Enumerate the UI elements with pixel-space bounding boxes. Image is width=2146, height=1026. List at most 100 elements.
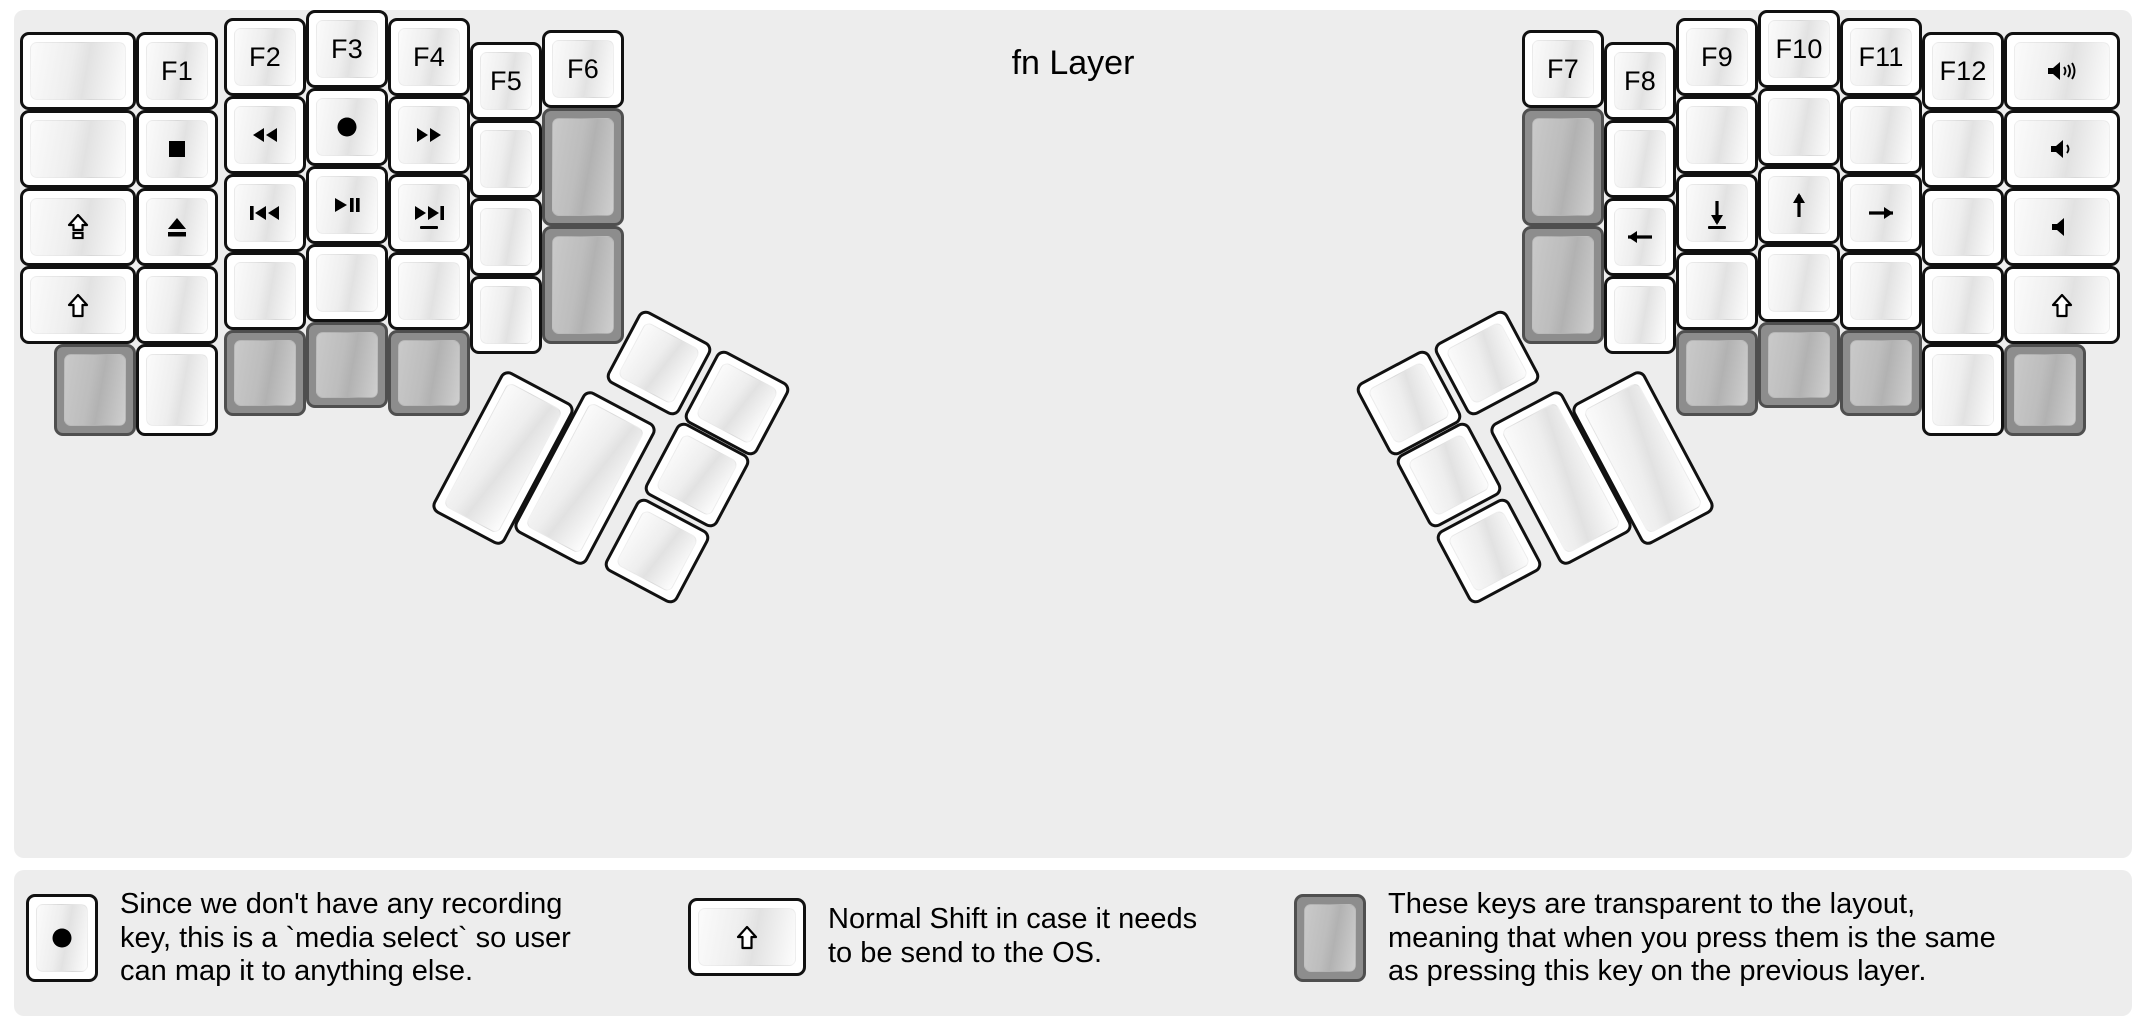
record-dot-icon	[335, 115, 359, 139]
key-left-c2-r5[interactable]	[136, 344, 218, 436]
key-right-c5-r4[interactable]	[1840, 252, 1922, 330]
key-right-c3-r2[interactable]	[1676, 96, 1758, 174]
key-right-c5-r1-f11[interactable]: F11	[1840, 18, 1922, 96]
keycap	[146, 276, 208, 334]
key-left-c5-r3-next-track[interactable]	[388, 174, 470, 252]
keycap	[1768, 254, 1830, 312]
keycap	[64, 354, 126, 426]
key-right-c3-r1-f9[interactable]: F9	[1676, 18, 1758, 96]
homing-bar	[1708, 226, 1726, 229]
key-left-c5-r1-f4[interactable]: F4	[388, 18, 470, 96]
key-left-c6-r1-f5[interactable]: F5	[470, 42, 542, 120]
keycap	[398, 262, 460, 320]
keycap	[655, 433, 739, 517]
key-left-c3-r4[interactable]	[224, 252, 306, 330]
legend-key-transparent	[1294, 894, 1366, 983]
key-left-c4-r4[interactable]	[306, 244, 388, 322]
key-left-c3-r1-f2[interactable]: F2	[224, 18, 306, 96]
legend-item-record: Since we don't have any recording key, t…	[26, 888, 571, 989]
keycap	[1614, 130, 1666, 188]
key-right-c6-r1-f12[interactable]: F12	[1922, 32, 2004, 110]
key-right-c6-r2[interactable]	[1922, 110, 2004, 188]
keycap	[1367, 361, 1451, 445]
key-label: F6	[567, 53, 599, 84]
key-right-c3-r3-arrow-down[interactable]	[1676, 174, 1758, 252]
key-left-c4-r5-transparent[interactable]	[306, 322, 388, 408]
key-left-c5-r4[interactable]	[388, 252, 470, 330]
key-right-c7-r2-volume-down[interactable]	[2004, 110, 2120, 188]
keycap	[30, 120, 126, 178]
key-right-c1-r3-transparent[interactable]	[1522, 226, 1604, 344]
key-right-c2-r3-arrow-left[interactable]	[1604, 198, 1676, 276]
key-label: F10	[1775, 33, 1823, 64]
key-label: F1	[161, 55, 193, 86]
keycap	[1850, 340, 1912, 406]
key-right-c5-r5-transparent[interactable]	[1840, 330, 1922, 416]
key-left-c3-r5-transparent[interactable]	[224, 330, 306, 416]
key-left-c6-r4[interactable]	[470, 276, 542, 354]
key-right-c4-r3-arrow-up[interactable]	[1758, 166, 1840, 244]
keycap: F6	[552, 40, 614, 98]
key-right-c1-r1-f7[interactable]: F7	[1522, 30, 1604, 108]
key-right-c4-r5-transparent[interactable]	[1758, 322, 1840, 408]
key-left-c2-r2-stop[interactable]	[136, 110, 218, 188]
key-right-c4-r4[interactable]	[1758, 244, 1840, 322]
next-track-icon	[412, 203, 446, 223]
keycap	[1614, 208, 1666, 266]
key-left-c6-r3[interactable]	[470, 198, 542, 276]
keycap: F3	[316, 20, 378, 78]
key-right-c4-r1-f10[interactable]: F10	[1758, 10, 1840, 88]
key-right-c2-r1-f8[interactable]: F8	[1604, 42, 1676, 120]
key-label: F2	[249, 41, 281, 72]
key-left-c1-r2[interactable]	[20, 110, 136, 188]
key-left-c3-r3-prev-track[interactable]	[224, 174, 306, 252]
keycap	[146, 354, 208, 426]
key-right-c6-r4[interactable]	[1922, 266, 2004, 344]
key-right-c5-r2[interactable]	[1840, 96, 1922, 174]
key-right-c5-r3-arrow-right[interactable]	[1840, 174, 1922, 252]
key-left-c3-r2-rewind[interactable]	[224, 96, 306, 174]
key-right-c7-r5-transparent[interactable]	[2004, 344, 2086, 436]
key-right-c4-r2[interactable]	[1758, 88, 1840, 166]
key-right-c3-r4[interactable]	[1676, 252, 1758, 330]
key-left-c1-r4-shift[interactable]	[20, 266, 136, 344]
key-left-c6-r2[interactable]	[470, 120, 542, 198]
keycap	[30, 276, 126, 334]
keycap	[1932, 276, 1994, 334]
key-right-c6-r3[interactable]	[1922, 188, 2004, 266]
key-left-c7-r3-transparent[interactable]	[542, 226, 624, 344]
key-left-c1-r5-transparent[interactable]	[54, 344, 136, 436]
keycap	[552, 118, 614, 216]
keycap	[615, 509, 699, 593]
key-left-c5-r5-transparent[interactable]	[388, 330, 470, 416]
key-right-c7-r1-volume-up[interactable]	[2004, 32, 2120, 110]
key-right-c2-r4[interactable]	[1604, 276, 1676, 354]
key-left-c1-r3-capslock[interactable]	[20, 188, 136, 266]
keycap	[2014, 276, 2110, 334]
key-left-c7-r2-transparent[interactable]	[542, 108, 624, 226]
key-left-c4-r3-play-pause[interactable]	[306, 166, 388, 244]
key-left-c2-r1-f1[interactable]: F1	[136, 32, 218, 110]
keycap	[234, 262, 296, 320]
key-right-c7-r3-mute[interactable]	[2004, 188, 2120, 266]
legend-item-transparent: These keys are transparent to the layout…	[1294, 888, 1996, 989]
key-right-c6-r5[interactable]	[1922, 344, 2004, 436]
key-left-c7-r1-f6[interactable]: F6	[542, 30, 624, 108]
keycap: F1	[146, 42, 208, 100]
key-right-c1-r2-transparent[interactable]	[1522, 108, 1604, 226]
keycap: F7	[1532, 40, 1594, 98]
keycap	[1614, 286, 1666, 344]
key-right-c3-r5-transparent[interactable]	[1676, 330, 1758, 416]
keycap	[480, 130, 532, 188]
keycap	[316, 332, 378, 398]
key-left-c4-r1-f3[interactable]: F3	[306, 10, 388, 88]
key-left-c5-r2-fast-forward[interactable]	[388, 96, 470, 174]
key-left-c4-r2-record[interactable]	[306, 88, 388, 166]
key-right-c2-r2[interactable]	[1604, 120, 1676, 198]
key-left-c1-r1[interactable]	[20, 32, 136, 110]
key-right-c7-r4-shift[interactable]	[2004, 266, 2120, 344]
key-left-c2-r4[interactable]	[136, 266, 218, 344]
key-left-c2-r3-eject[interactable]	[136, 188, 218, 266]
volume-mute-icon	[2049, 215, 2075, 239]
keycap	[1768, 176, 1830, 234]
